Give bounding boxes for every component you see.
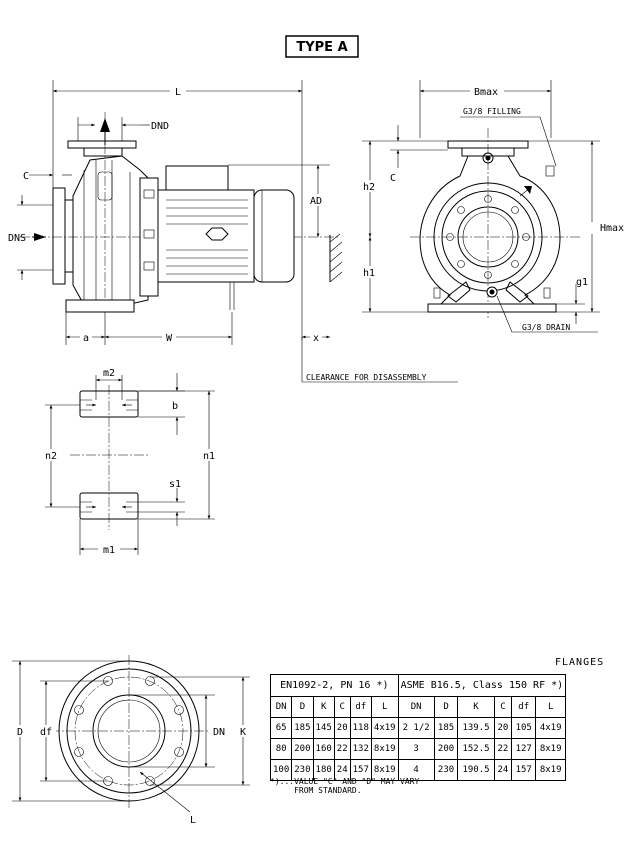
table-cell: 160	[312, 738, 335, 760]
table-cell: 4	[397, 759, 435, 781]
header-cell: K	[312, 696, 335, 718]
dim-K: K	[240, 727, 246, 738]
dim-C-front: C	[390, 173, 396, 184]
dim-L: L	[175, 87, 181, 98]
table-cell: 157	[511, 759, 537, 781]
dim-g1: g1	[576, 277, 588, 288]
motor-cooling-fins	[166, 199, 248, 275]
table-cell: 22	[493, 738, 513, 760]
table-cell: 105	[511, 717, 537, 739]
table-cell: 20	[493, 717, 513, 739]
dim-h2: h2	[363, 182, 375, 193]
table-cell: 4x19	[370, 717, 399, 739]
pump-front-view: Bmax G3/8 FILLING	[360, 80, 624, 333]
dim-a: a	[83, 333, 89, 344]
table-cell: 2 1/2	[397, 717, 435, 739]
dim-b: b	[172, 401, 178, 412]
table-cell: 8x19	[535, 759, 567, 781]
table-cell: 100	[269, 759, 293, 781]
header-cell: df	[511, 696, 537, 718]
dim-DNS: DNS	[8, 233, 26, 244]
table-cell: 152.5	[457, 738, 495, 760]
header-cell: DN	[397, 696, 435, 718]
table-cell: 185	[291, 717, 314, 739]
group-asme: ASME B16.5, Class 150 RF *)	[397, 674, 567, 697]
group-en1092: EN1092-2, PN 16 *)	[270, 674, 399, 697]
header-cell: df	[349, 696, 372, 718]
table-cell: 157	[349, 759, 372, 781]
flanges-caption: FLANGES	[555, 657, 605, 668]
table-cell: 118	[349, 717, 372, 739]
table-cell: 185	[433, 717, 459, 739]
table-row: 100 230 180 24 157 8x19 4 230 190.5 24 1…	[269, 759, 567, 781]
header-cell: DN	[269, 696, 293, 718]
table-cell: 230	[433, 759, 459, 781]
table-cell: 200	[433, 738, 459, 760]
dim-Bmax: Bmax	[474, 87, 498, 98]
header-cell: L	[370, 696, 399, 718]
dim-L-flange: L	[190, 815, 196, 826]
dim-AD: AD	[310, 196, 322, 207]
table-cell: 127	[511, 738, 537, 760]
flange-view: D df DN K L	[12, 655, 250, 826]
dim-DN: DN	[213, 727, 225, 738]
table-row: 65 185 145 20 118 4x19 2 1/2 185 139.5 2…	[269, 717, 567, 739]
flange-note: *)...VALUE "C" AND "D" MAY VARY FROM STA…	[270, 777, 420, 795]
table-cell: 22	[333, 738, 351, 760]
table-cell: 65	[269, 717, 293, 739]
dim-df: df	[40, 727, 52, 738]
wall-hatch	[329, 233, 343, 283]
dim-m1: m1	[103, 545, 115, 556]
dim-C-side: C	[23, 171, 29, 182]
dim-s1: s1	[169, 479, 181, 490]
header-cell: C	[333, 696, 351, 718]
table-cell: 190.5	[457, 759, 495, 781]
type-title-text: TYPE A	[296, 40, 347, 55]
foot-view: m2 b n2 n1 s1 m1	[40, 368, 220, 556]
table-cell: 20	[333, 717, 351, 739]
clearance-label: CLEARANCE FOR DISASSEMBLY	[306, 373, 427, 382]
type-title: TYPE A	[285, 35, 359, 58]
table-cell: 4x19	[535, 717, 567, 739]
dim-h1: h1	[363, 268, 375, 279]
table-header-row: DN D K C df L DN D K C df L	[269, 696, 567, 718]
header-cell: L	[535, 696, 567, 718]
table-cell: 180	[312, 759, 335, 781]
dim-m2: m2	[103, 368, 115, 379]
table-group-header: EN1092-2, PN 16 *) ASME B16.5, Class 150…	[270, 674, 567, 697]
table-cell: 24	[493, 759, 513, 781]
header-cell: D	[291, 696, 314, 718]
dim-DND: DND	[151, 121, 169, 132]
header-cell: D	[433, 696, 459, 718]
header-cell: K	[457, 696, 495, 718]
table-cell: 145	[312, 717, 335, 739]
filling-label: G3/8 FILLING	[463, 107, 521, 116]
dim-x: x	[313, 333, 319, 344]
table-cell: 139.5	[457, 717, 495, 739]
table-cell: 3	[397, 738, 435, 760]
table-cell: 80	[269, 738, 293, 760]
dim-Hmax: Hmax	[600, 223, 624, 234]
table-cell: 8x19	[535, 738, 567, 760]
dim-D: D	[17, 727, 23, 738]
header-cell: C	[493, 696, 513, 718]
dim-n1: n1	[203, 451, 215, 462]
flange-table: EN1092-2, PN 16 *) ASME B16.5, Class 150…	[269, 674, 567, 781]
table-cell: 200	[291, 738, 314, 760]
dim-n2: n2	[45, 451, 57, 462]
table-cell: 132	[349, 738, 372, 760]
dim-W: W	[166, 333, 173, 344]
drain-label: G3/8 DRAIN	[522, 323, 570, 332]
table-row: 80 200 160 22 132 8x19 3 200 152.5 22 12…	[269, 738, 567, 760]
pump-side-view: L DND C DNS	[8, 80, 458, 383]
table-cell: 8x19	[370, 738, 399, 760]
